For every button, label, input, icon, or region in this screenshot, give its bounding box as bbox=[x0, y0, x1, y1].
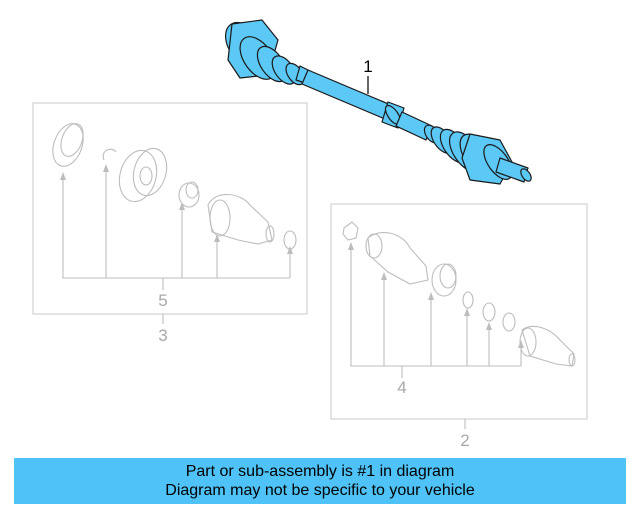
diagram-caption-banner: Part or sub-assembly is #1 in diagram Di… bbox=[14, 458, 626, 504]
callout-4-label: 4 bbox=[397, 378, 406, 397]
callout-3-label: 3 bbox=[158, 326, 167, 345]
group-2-arrowheads bbox=[348, 242, 524, 348]
callout-2-label: 2 bbox=[460, 431, 469, 450]
axle-shaft-assembly[interactable] bbox=[218, 15, 534, 185]
group-2-box bbox=[330, 203, 588, 420]
callout-1-label: 1 bbox=[363, 57, 372, 76]
caption-line-1: Part or sub-assembly is #1 in diagram bbox=[185, 463, 455, 480]
group-2-parts bbox=[342, 221, 576, 367]
group-3-parts bbox=[52, 123, 297, 279]
caption-line-2: Diagram may not be specific to your vehi… bbox=[165, 482, 475, 499]
group-3-arrowheads bbox=[60, 164, 293, 254]
callout-5-label: 5 bbox=[158, 291, 167, 310]
group-3-box bbox=[32, 102, 308, 315]
